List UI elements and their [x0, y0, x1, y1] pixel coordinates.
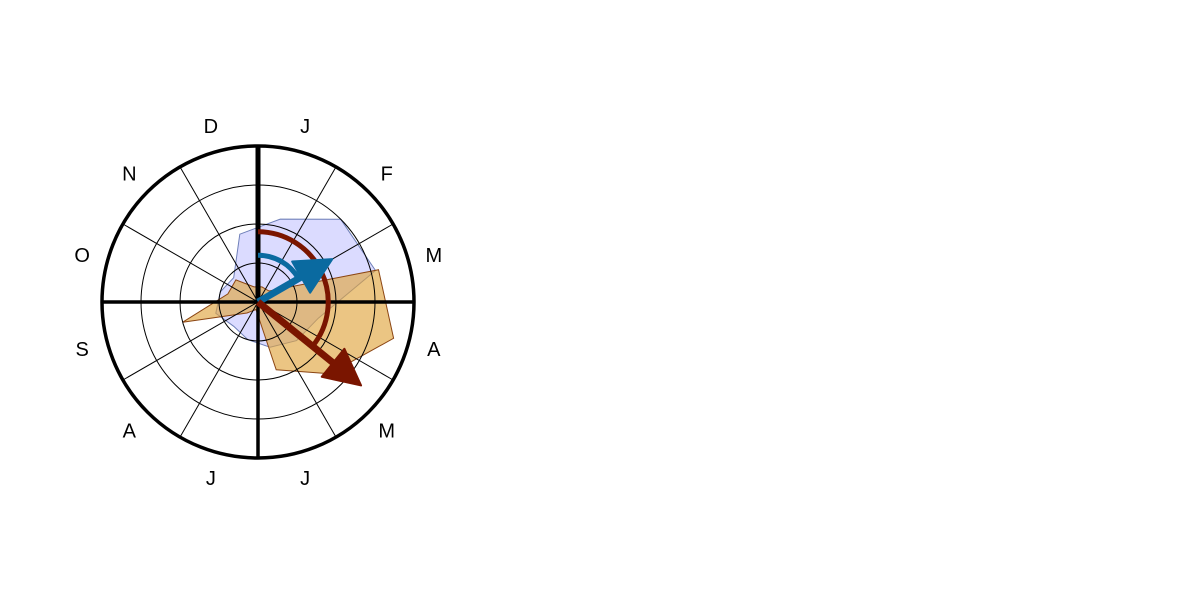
vector-0-shaft [256, 274, 303, 306]
month-label-5: J [300, 468, 310, 490]
month-label-11: D [204, 116, 218, 138]
angle-arc-0 [257, 252, 301, 280]
grid-spoke-1 [257, 166, 337, 303]
month-labels: J F M A M J J A S O N D [74, 116, 442, 490]
month-label-10: N [122, 163, 136, 185]
month-label-8: S [76, 339, 89, 361]
series-1-polygon [182, 269, 395, 375]
month-label-3: A [427, 339, 441, 361]
grid-spoke-4 [257, 301, 394, 381]
mean-vectors [255, 258, 363, 387]
grid-spoke-8 [122, 301, 259, 381]
vector-1-shaft [255, 299, 336, 366]
vector-1-head [320, 347, 363, 387]
month-label-9: O [74, 245, 90, 267]
month-label-2: M [425, 245, 442, 267]
month-label-6: J [206, 468, 216, 490]
month-label-0: J [300, 116, 310, 138]
vector-0-head [291, 258, 334, 294]
polar-grid [100, 144, 416, 460]
grid-spoke-11 [179, 166, 259, 303]
month-label-4: M [378, 421, 395, 443]
month-label-7: A [123, 421, 137, 443]
outer-circle [100, 144, 416, 460]
grid-spoke-5 [257, 301, 337, 438]
month-label-1: F [381, 163, 393, 185]
grid-spoke-10 [122, 223, 259, 303]
grid-spoke-7 [179, 301, 259, 438]
